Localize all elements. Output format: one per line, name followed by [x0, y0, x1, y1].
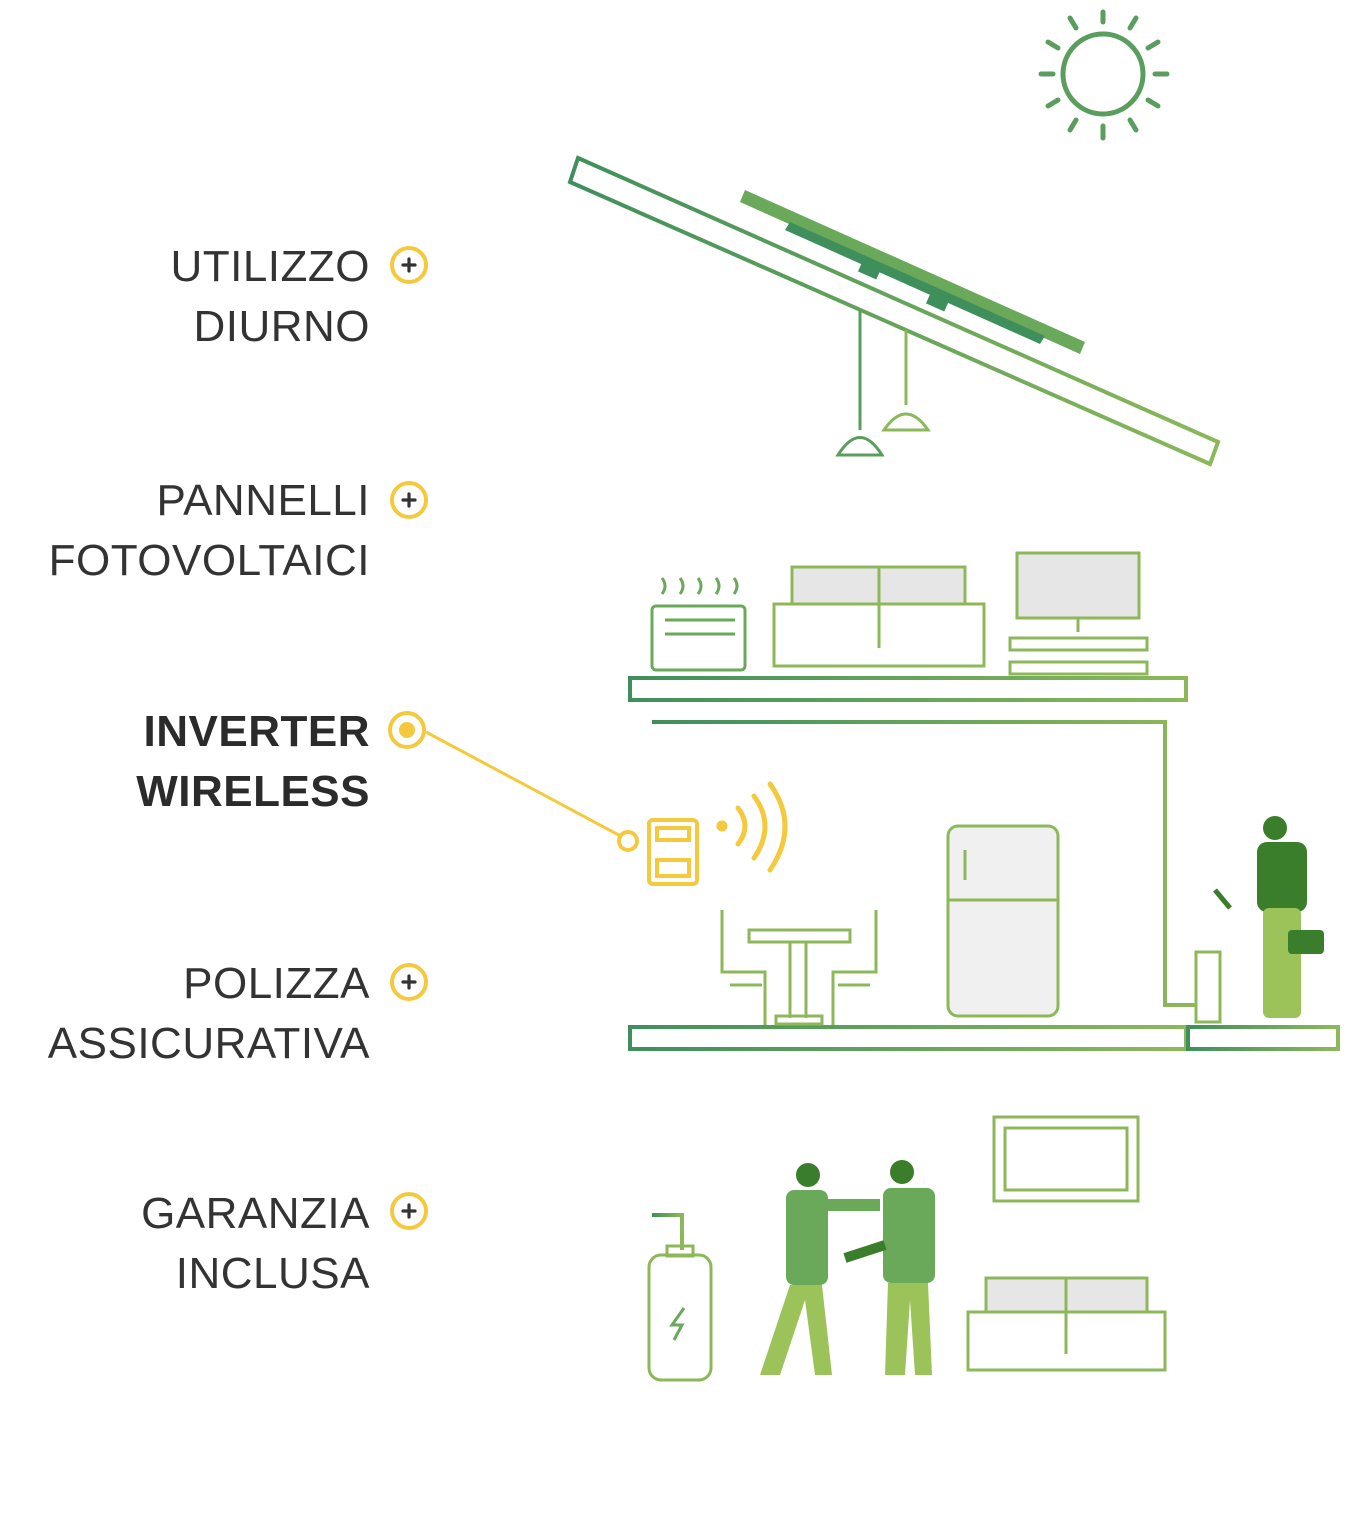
wifi-signal-icon	[716, 781, 788, 873]
feature-polizza-assicurativa[interactable]: POLIZZA ASSICURATIVA	[48, 954, 370, 1074]
feature-label-line-2: ASSICURATIVA	[47, 1019, 370, 1068]
fridge-icon	[946, 824, 1060, 1018]
house-outline	[530, 155, 1340, 1385]
feature-label-line-1: GARANZIA	[141, 1189, 370, 1238]
pendant-lamps-icon	[835, 310, 931, 457]
feature-label-line-2: FOTOVOLTAICI	[48, 536, 370, 585]
wall-picture-icon	[992, 1115, 1140, 1203]
handshake-people-icon	[760, 1160, 935, 1375]
plus-circle-icon[interactable]	[390, 481, 428, 519]
inverter-device-icon	[647, 818, 699, 886]
tv-icon	[1008, 551, 1149, 676]
feature-label-line-1: POLIZZA	[183, 959, 370, 1008]
plus-circle-icon[interactable]	[390, 963, 428, 1001]
feature-label-line-1: UTILIZZO	[170, 242, 370, 291]
feature-pannelli-fotovoltaici[interactable]: PANNELLI FOTOVOLTAICI	[49, 471, 370, 591]
active-dot	[399, 722, 415, 738]
sofa-icon	[772, 565, 986, 668]
feature-label-line-2: WIRELESS	[136, 767, 370, 816]
feature-label-line-1: INVERTER	[143, 707, 370, 756]
radiator-icon	[650, 577, 747, 672]
sun-icon	[1038, 9, 1170, 141]
plus-circle-icon[interactable]	[390, 1192, 428, 1230]
feature-utilizzo-diurno[interactable]: UTILIZZO DIURNO	[170, 237, 370, 357]
battery-icon	[647, 1244, 713, 1382]
dot-circle-icon[interactable]	[388, 711, 426, 749]
feature-garanzia-inclusa[interactable]: GARANZIA INCLUSA	[141, 1184, 370, 1304]
plus-circle-icon[interactable]	[390, 246, 428, 284]
solar-panel-icon	[740, 190, 1085, 354]
feature-label-line-2: INCLUSA	[175, 1249, 370, 1298]
feature-label-line-2: DIURNO	[193, 302, 370, 351]
inverter-connector-line	[425, 730, 629, 842]
feature-label-line-1: PANNELLI	[156, 476, 370, 525]
dining-table-icon	[720, 910, 878, 1026]
technician-person-icon	[1194, 816, 1324, 1024]
ground-sofa-icon	[966, 1276, 1167, 1372]
feature-inverter-wireless[interactable]: INVERTER WIRELESS	[136, 702, 370, 822]
